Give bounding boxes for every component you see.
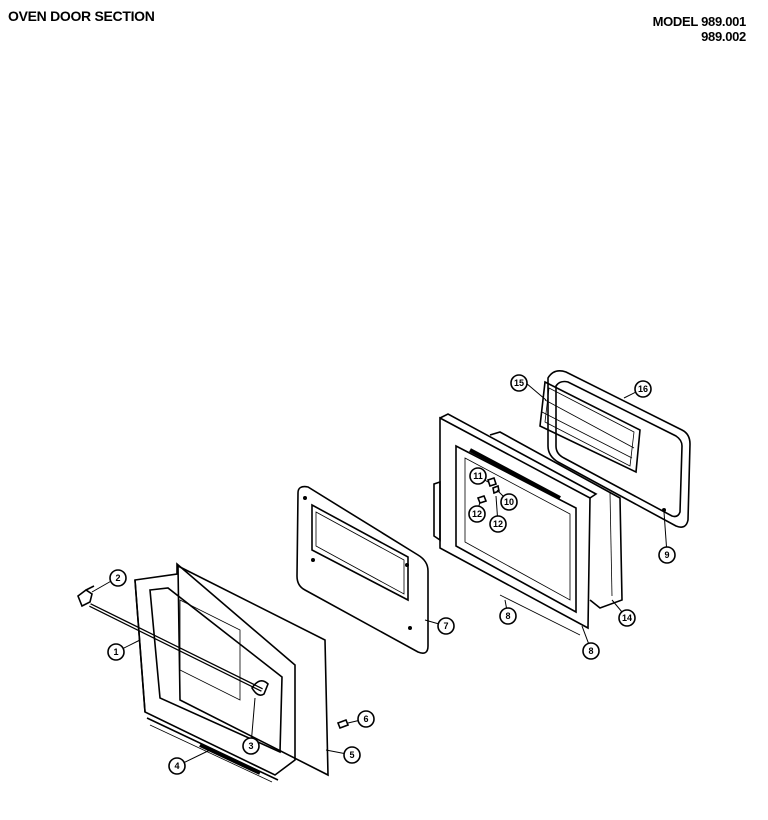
callout-12-left: 12 (468, 505, 486, 523)
svg-text:12: 12 (472, 509, 482, 519)
callout-10: 10 (500, 493, 518, 511)
callout-16: 16 (634, 380, 652, 398)
callout-11: 11 (469, 467, 487, 485)
svg-text:16: 16 (638, 384, 648, 394)
door-glass-panel (177, 564, 329, 777)
screw (336, 718, 350, 730)
svg-text:1: 1 (113, 647, 118, 657)
svg-text:9: 9 (664, 550, 669, 560)
callout-4: 4 (168, 757, 186, 775)
svg-text:7: 7 (443, 621, 448, 631)
svg-text:8: 8 (588, 646, 593, 656)
svg-text:12: 12 (493, 519, 503, 529)
handle-bracket (251, 680, 269, 696)
callout-8-screw: 8 (499, 607, 517, 625)
callout-9: 9 (658, 546, 676, 564)
callout-7: 7 (437, 617, 455, 635)
callout-2: 2 (109, 569, 127, 587)
svg-text:11: 11 (473, 471, 483, 481)
model-line-1: MODEL 989.001 (652, 14, 747, 29)
door-gasket-frame (547, 370, 691, 528)
svg-text:2: 2 (115, 573, 120, 583)
svg-text:4: 4 (174, 761, 179, 771)
callout-3: 3 (242, 737, 260, 755)
rear-liner-panel (489, 431, 623, 609)
callout-5: 5 (343, 746, 361, 764)
callout-8-liner: 8 (582, 642, 600, 660)
inner-door-liner (433, 413, 598, 636)
svg-text:14: 14 (622, 613, 632, 623)
callout-12-right: 12 (489, 515, 507, 533)
svg-text:8: 8 (505, 611, 510, 621)
diagram-title: OVEN DOOR SECTION (8, 8, 155, 24)
callout-6: 6 (357, 710, 375, 728)
callout-15: 15 (510, 374, 528, 392)
handle-end-cap (77, 585, 95, 608)
door-handle-rod (89, 603, 263, 692)
callout-1: 1 (107, 643, 125, 661)
outer-door-frame (134, 562, 296, 783)
callout-14: 14 (618, 609, 636, 627)
window-glass-assembly (539, 380, 641, 474)
svg-text:6: 6 (363, 714, 368, 724)
hinge-hardware (476, 476, 500, 504)
model-line-2: 989.002 (701, 29, 746, 44)
inner-window-panel (296, 485, 429, 654)
svg-text:10: 10 (504, 497, 514, 507)
model-number: MODEL 989.001 989.002 (652, 14, 747, 44)
svg-text:3: 3 (248, 741, 253, 751)
svg-text:15: 15 (514, 378, 524, 388)
svg-text:5: 5 (349, 750, 354, 760)
